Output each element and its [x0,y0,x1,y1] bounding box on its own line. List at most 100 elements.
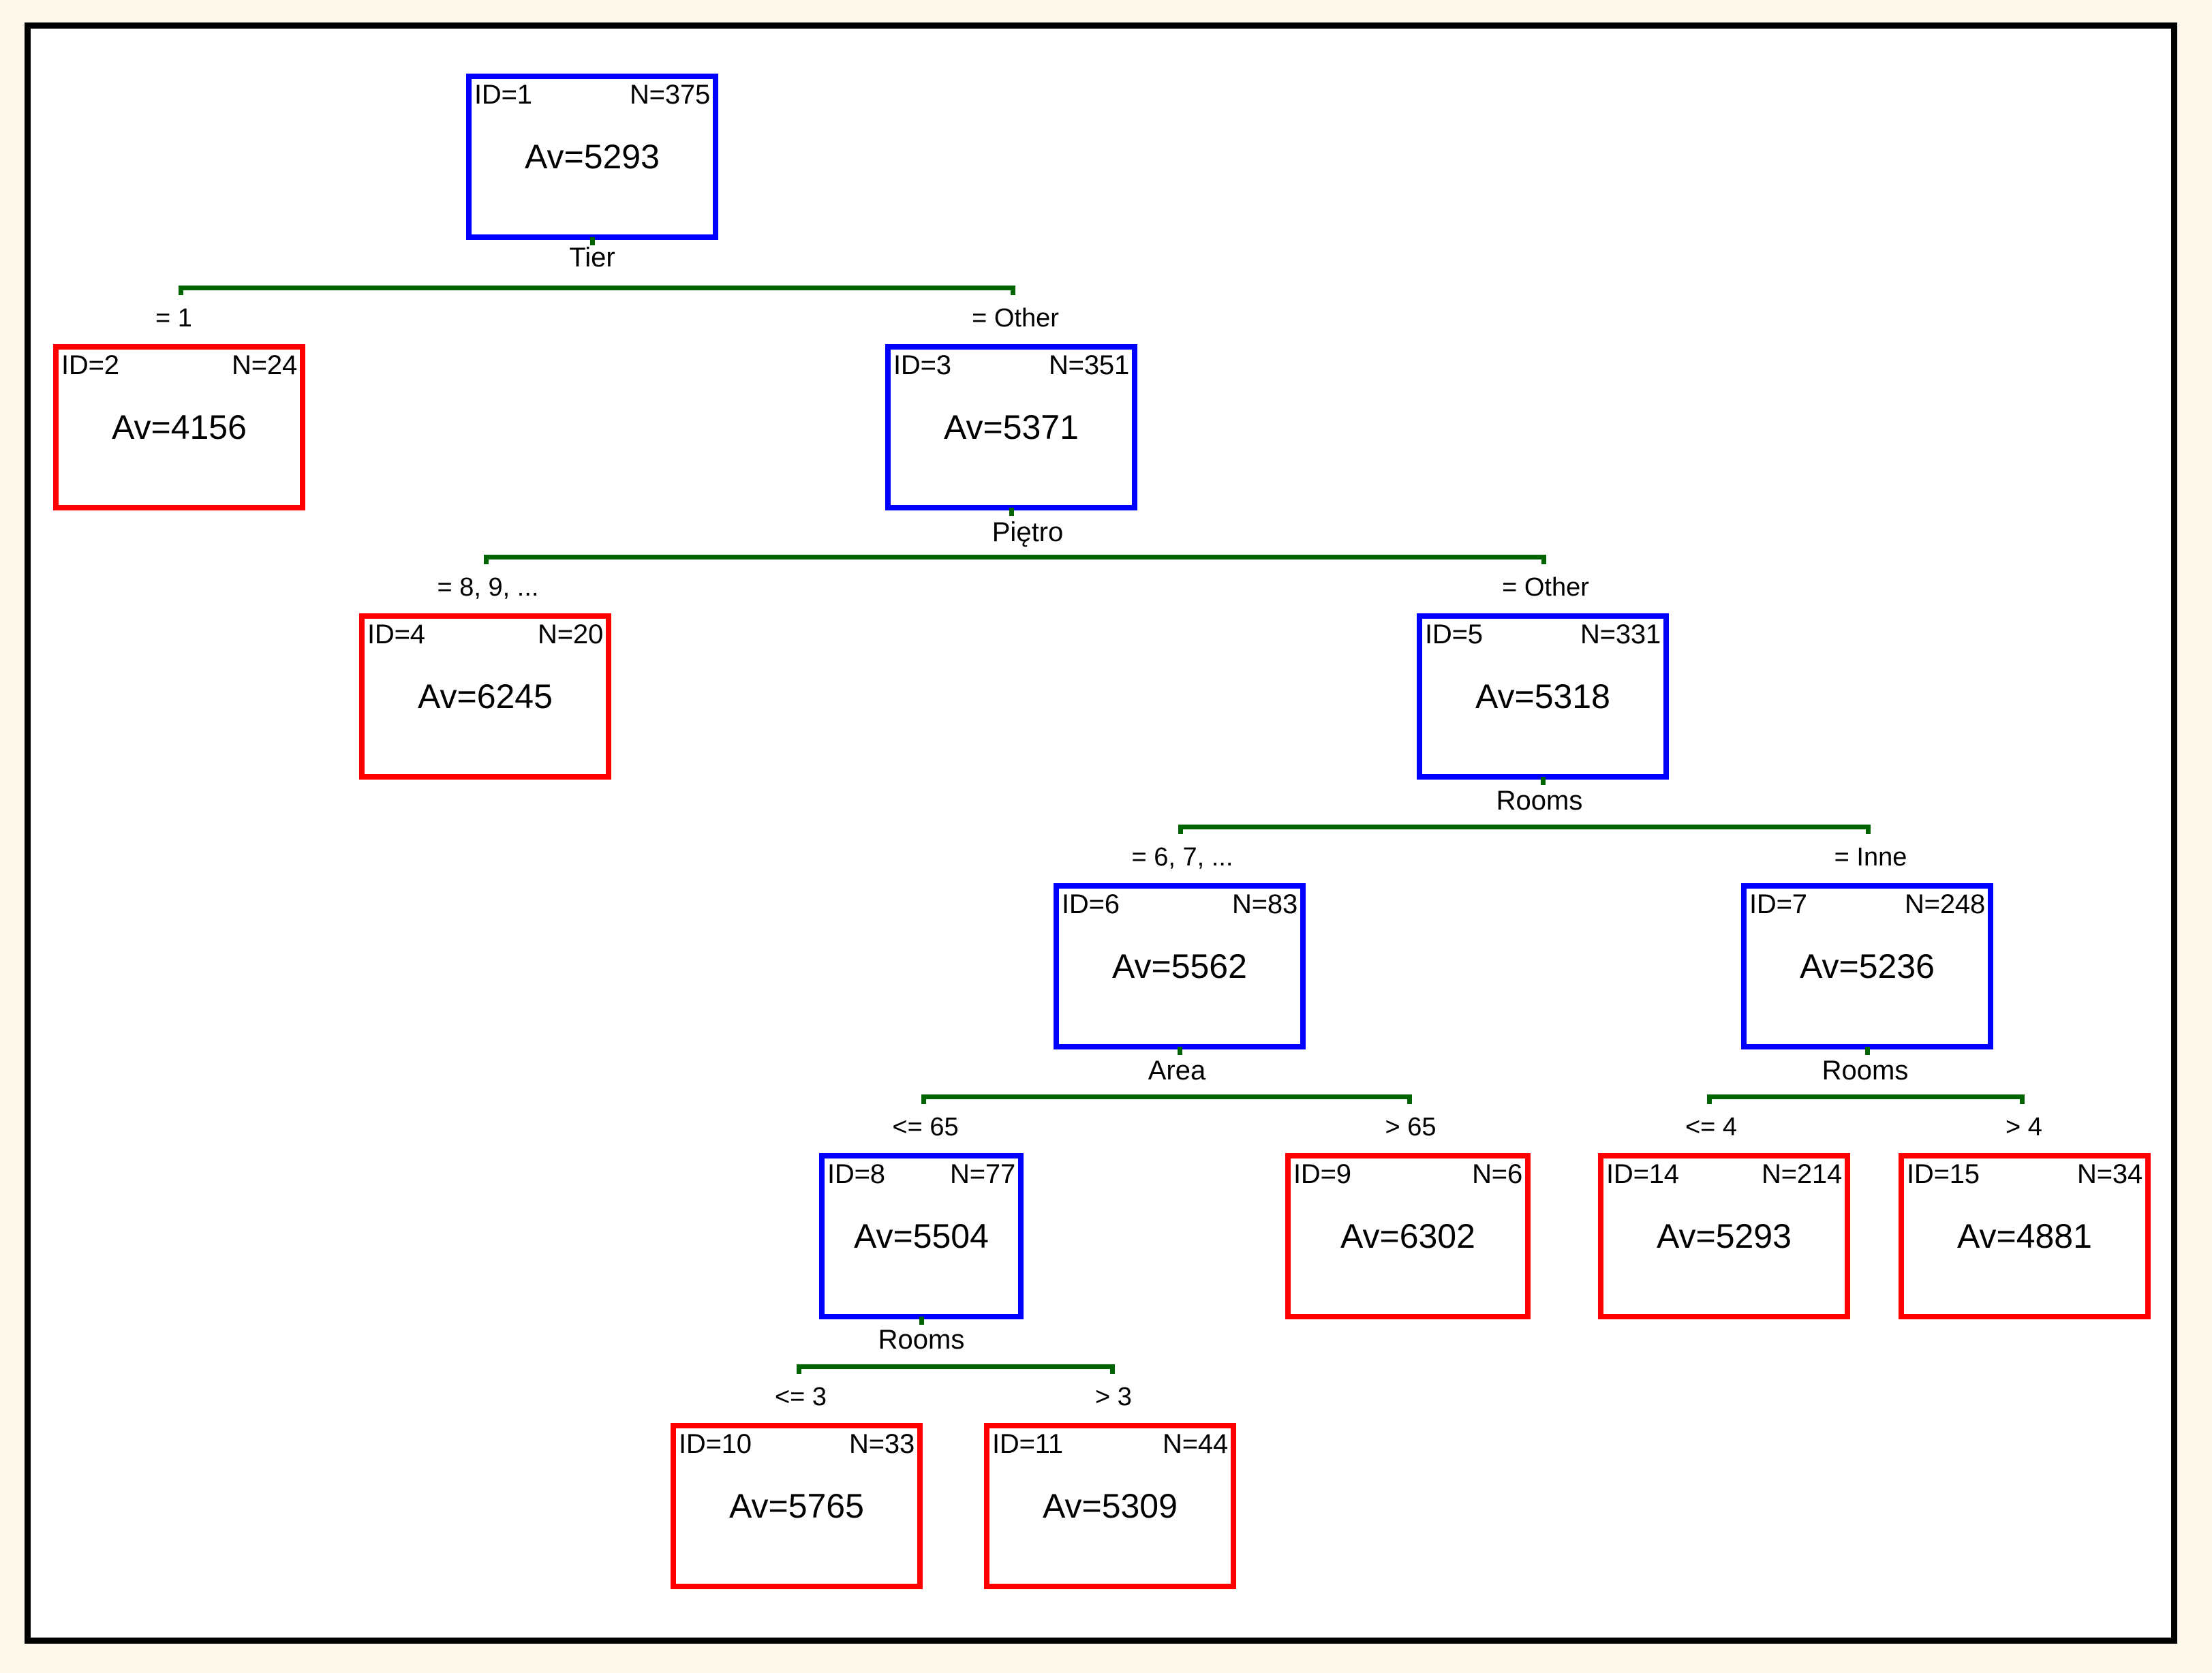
node-3-count: N=351 [1049,350,1129,380]
node-6-average: Av=5562 [1112,947,1247,985]
node-11-count: N=44 [1163,1429,1228,1459]
tree-node-7[interactable]: ID=7 N=248 Av=5236 [1741,883,1993,1049]
connector-line-8 [799,1364,1114,1369]
connector-stub-child-15 [2020,1094,2025,1104]
connector-stub-child-4 [484,555,489,564]
connector-stub-child-14 [1707,1094,1712,1104]
split-label-tier-1: Tier [569,243,615,273]
node-11-id: ID=11 [992,1429,1063,1459]
tree-node-5[interactable]: ID=5 N=331 Av=5318 [1417,613,1669,780]
node-4-id: ID=4 [367,619,425,649]
split-label-rooms-5: Rooms [1496,786,1583,816]
node-3-id: ID=3 [893,350,951,380]
node-1-average: Av=5293 [525,138,660,176]
connector-stub-child-6 [1178,825,1183,834]
node-6-count: N=83 [1232,889,1297,919]
tree-node-10[interactable]: ID=10 N=33 Av=5765 [671,1423,923,1589]
branch-label-7-left: <= 4 [1685,1113,1738,1141]
branch-label-8-right: > 3 [1095,1383,1132,1411]
connector-stub-child-8 [921,1094,926,1104]
node-2-average: Av=4156 [112,408,247,446]
tree-node-9[interactable]: ID=9 N=6 Av=6302 [1285,1153,1531,1319]
node-5-count: N=331 [1580,619,1661,649]
node-1-id: ID=1 [474,80,532,110]
tree-node-15[interactable]: ID=15 N=34 Av=4881 [1899,1153,2151,1319]
connector-stub-child-2 [179,286,183,295]
connector-line-5 [1180,825,1870,829]
connector-stub-parent-1 [590,237,595,245]
connector-stub-child-9 [1407,1094,1412,1104]
branch-label-8-left: <= 3 [774,1383,827,1411]
node-9-count: N=6 [1472,1159,1522,1189]
split-label-rooms-7: Rooms [1822,1056,1909,1086]
node-7-header: ID=7 N=248 [1749,889,1985,921]
connector-stub-parent-7 [1865,1047,1870,1055]
connector-line-6 [923,1094,1411,1099]
node-14-id: ID=14 [1606,1159,1679,1189]
connector-stub-parent-8 [919,1317,924,1325]
connector-stub-parent-3 [1009,508,1014,516]
node-3-average: Av=5371 [944,408,1079,446]
node-8-count: N=77 [950,1159,1015,1189]
connector-stub-child-5 [1541,555,1546,564]
branch-label-7-right: > 4 [2006,1113,2042,1141]
node-10-header: ID=10 N=33 [679,1429,915,1460]
branch-label-1-right: = Other [972,304,1059,333]
node-6-id: ID=6 [1062,889,1120,919]
split-label-pietro-3: Piętro [992,517,1064,547]
branch-label-5-left: = 6, 7, ... [1131,843,1233,872]
connector-stub-child-7 [1866,825,1871,834]
node-5-id: ID=5 [1425,619,1483,649]
node-1-count: N=375 [630,80,710,110]
node-5-header: ID=5 N=331 [1425,619,1661,651]
node-5-average: Av=5318 [1475,677,1610,716]
node-3-header: ID=3 N=351 [893,350,1129,382]
node-15-header: ID=15 N=34 [1907,1159,2142,1191]
node-4-count: N=20 [538,619,603,649]
node-11-average: Av=5309 [1043,1487,1178,1525]
connector-stub-child-3 [1011,286,1015,295]
connector-stub-child-11 [1110,1364,1115,1374]
tree-node-3[interactable]: ID=3 N=351 Av=5371 [885,344,1137,510]
tree-node-6[interactable]: ID=6 N=83 Av=5562 [1054,883,1306,1049]
connector-line-7 [1709,1094,2024,1099]
branch-label-3-left: = 8, 9, ... [437,573,539,602]
connector-stub-child-10 [797,1364,801,1374]
node-14-count: N=214 [1762,1159,1842,1189]
tree-node-14[interactable]: ID=14 N=214 Av=5293 [1598,1153,1850,1319]
branch-label-5-right: = Inne [1834,843,1907,872]
node-10-count: N=33 [849,1429,915,1459]
node-15-id: ID=15 [1907,1159,1980,1189]
node-8-header: ID=8 N=77 [827,1159,1015,1191]
node-9-header: ID=9 N=6 [1293,1159,1522,1191]
node-1-header: ID=1 N=375 [474,80,710,111]
figure-frame [25,22,2177,1644]
tree-node-1[interactable]: ID=1 N=375 Av=5293 [466,74,718,240]
node-10-id: ID=10 [679,1429,752,1459]
node-2-id: ID=2 [61,350,119,380]
tree-node-2[interactable]: ID=2 N=24 Av=4156 [53,344,305,510]
node-9-average: Av=6302 [1340,1217,1475,1255]
connector-line-3 [486,555,1546,559]
node-10-average: Av=5765 [729,1487,864,1525]
node-15-count: N=34 [2077,1159,2142,1189]
node-8-average: Av=5504 [854,1217,989,1255]
connector-line-1 [181,286,1015,290]
connector-stub-parent-6 [1178,1047,1182,1055]
split-label-area-6: Area [1148,1056,1206,1086]
branch-label-6-right: > 65 [1385,1113,1437,1141]
node-2-count: N=24 [232,350,297,380]
split-label-rooms-8: Rooms [878,1325,965,1355]
tree-node-11[interactable]: ID=11 N=44 Av=5309 [984,1423,1236,1589]
branch-label-6-left: <= 65 [892,1113,959,1141]
connector-stub-parent-5 [1541,777,1546,785]
node-4-header: ID=4 N=20 [367,619,603,651]
node-14-header: ID=14 N=214 [1606,1159,1842,1191]
tree-node-8[interactable]: ID=8 N=77 Av=5504 [819,1153,1024,1319]
node-6-header: ID=6 N=83 [1062,889,1297,921]
tree-node-4[interactable]: ID=4 N=20 Av=6245 [359,613,611,780]
node-7-average: Av=5236 [1800,947,1935,985]
node-7-id: ID=7 [1749,889,1807,919]
